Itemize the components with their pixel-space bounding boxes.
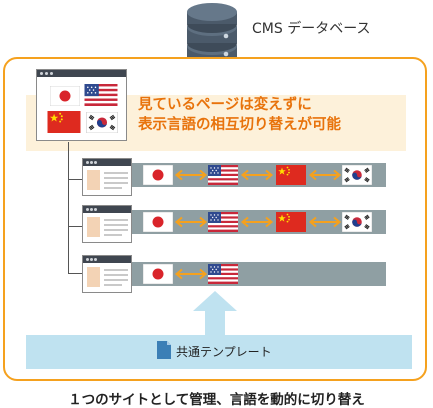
bidirectional-arrow-icon (308, 216, 342, 228)
korea-flag (342, 212, 372, 232)
template-label: 共通テンプレート (176, 345, 272, 359)
china-flag (276, 165, 306, 185)
common-template-bar (26, 335, 412, 369)
bidirectional-arrow-icon (240, 169, 274, 181)
japan-flag (143, 212, 173, 232)
up-arrow-icon (193, 291, 237, 335)
headline-line-1: 見ているページは変えずに (138, 97, 312, 113)
bidirectional-arrow-icon (174, 169, 208, 181)
document-icon (157, 341, 171, 359)
korea-flag (86, 112, 118, 133)
headline-line-2: 表示言語の相互切り替えが可能 (138, 117, 341, 133)
tree-branch (68, 273, 82, 274)
bidirectional-arrow-icon (174, 216, 208, 228)
japan-flag (50, 86, 80, 106)
japan-flag (143, 165, 173, 185)
page-window (82, 205, 132, 243)
bidirectional-arrow-icon (308, 169, 342, 181)
usa-flag (208, 165, 238, 185)
tree-connector (68, 142, 69, 274)
bidirectional-arrow-icon (174, 268, 208, 280)
page-window (82, 158, 132, 196)
footer-caption: １つのサイトとして管理、言語を動的に切り替え (68, 392, 365, 408)
china-flag (47, 111, 81, 133)
usa-flag (208, 212, 238, 232)
usa-flag (84, 84, 118, 106)
japan-flag (143, 264, 173, 284)
headline: 見ているページは変えずに 表示言語の相互切り替えが可能 (138, 95, 408, 135)
database-label: CMS データベース (252, 21, 371, 37)
china-flag (276, 212, 306, 232)
database-icon (187, 3, 237, 71)
tree-branch (68, 179, 82, 180)
usa-flag (208, 264, 238, 284)
page-window (82, 255, 132, 293)
korea-flag (342, 165, 372, 185)
tree-branch (68, 226, 82, 227)
bidirectional-arrow-icon (240, 216, 274, 228)
